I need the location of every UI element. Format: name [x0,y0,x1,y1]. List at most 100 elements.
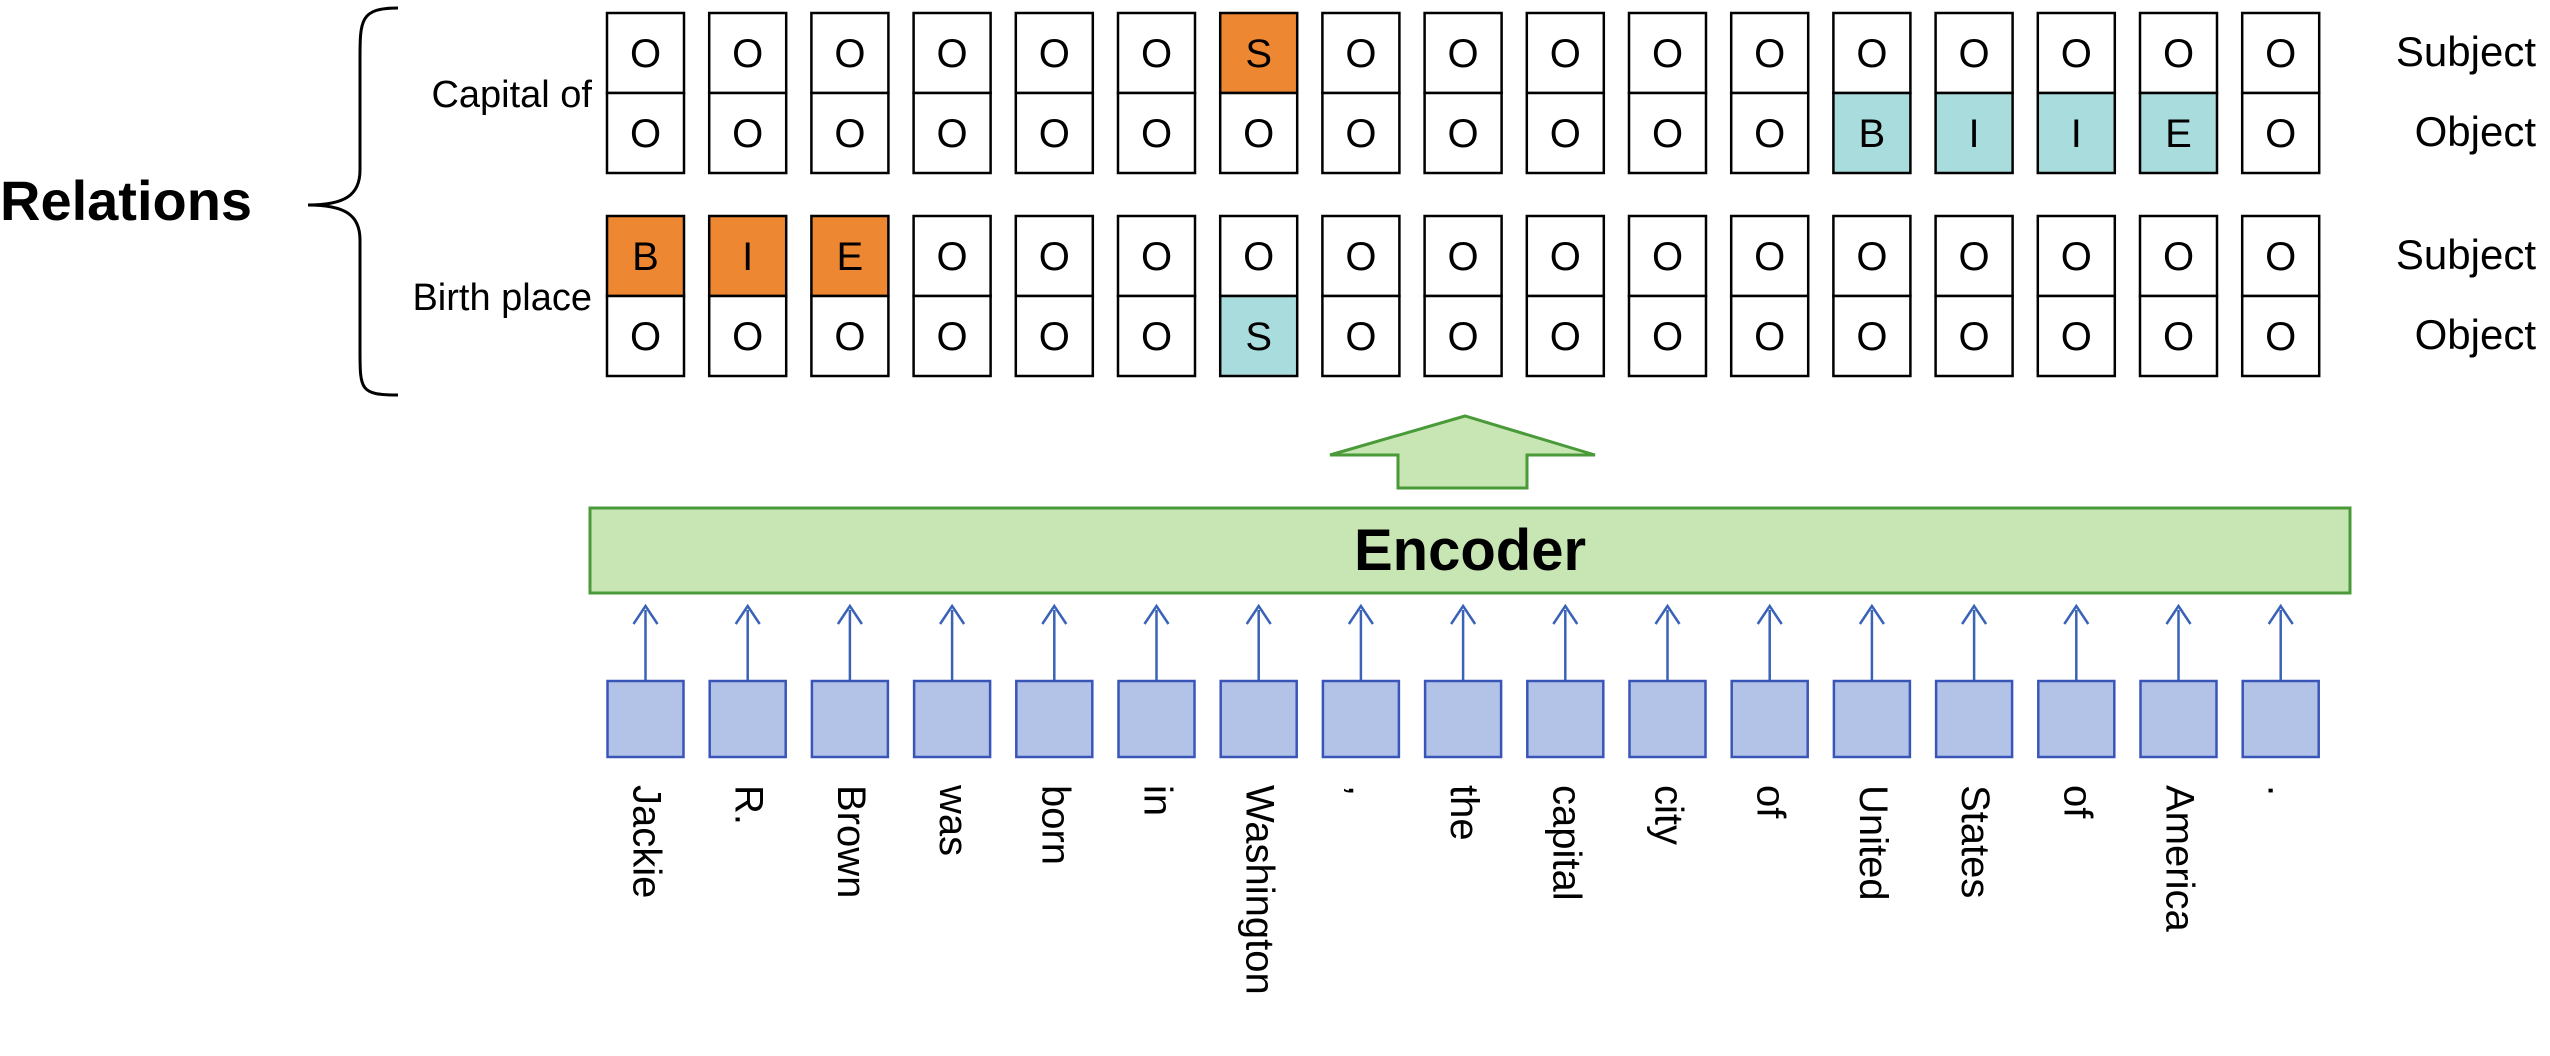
object-tag-label: O [1754,315,1785,359]
token-word: was [931,784,975,856]
object-tag-label: O [1754,112,1785,156]
token-embedding [1730,679,1809,759]
subject-tag-cell [2138,214,2219,298]
object-tag-cell [707,294,788,378]
token-embedding [1015,679,1094,759]
token-embedding [1526,679,1605,759]
subject-tag-label: O [2265,235,2296,279]
object-tag-label: O [1652,112,1683,156]
subject-tag-cell [1832,214,1912,298]
subject-tag-cell [1729,214,1810,298]
subject-tag-label: O [1141,235,1172,279]
object-tag-cell [1832,294,1912,378]
object-tag-label: O [1550,315,1581,359]
object-tag-label: O [1550,112,1581,156]
subject-tag-label: O [1243,235,1274,279]
arrow-head-icon [2267,603,2294,625]
object-tag-label: O [1345,315,1376,359]
subject-tag-cell [810,214,890,298]
arrow-head-icon [939,603,966,625]
token-word: States [1953,785,1997,898]
subject-tag-label: O [1652,32,1683,76]
token-column: Washington [1219,603,1298,995]
object-tag-label: I [2071,112,2082,156]
token-embedding [2139,679,2218,759]
subject-tag-label: O [1856,32,1887,76]
subject-tag-label: O [1039,32,1070,76]
token-embedding [1832,679,1912,759]
subject-tag-cell [1321,214,1401,298]
subject-tag-cell [1116,11,1197,95]
token-word: , [1340,785,1384,796]
subject-tag-label: B [632,235,659,279]
subject-tag-label: O [2061,235,2092,279]
object-tag-cell [1014,294,1095,378]
token-column: America [2139,603,2218,932]
arrow-head-icon [1756,603,1783,625]
subject-tag-cell [2240,11,2321,95]
object-tag-cell [1627,91,1708,175]
subject-tag-cell [1934,11,2014,95]
subject-tag-label: O [1345,235,1376,279]
object-tag-cell [1116,294,1197,378]
object-tag-cell [2240,91,2321,175]
object-tag-label: O [1652,315,1683,359]
object-tag-cell [2138,91,2219,175]
token-column: was [912,603,992,856]
subject-tag-label: O [1856,235,1887,279]
subject-tag-cell [1934,214,2014,298]
token-column: capital [1526,603,1605,901]
arrow-head-icon [1450,603,1477,625]
object-tag-cell [1934,294,2014,378]
arrow-head-icon [1041,603,1068,625]
subject-tag-cell [707,11,788,95]
object-tag-label: O [1039,315,1070,359]
subject-tag-label: O [1141,32,1172,76]
subject-tag-cell [2138,11,2219,95]
token-column: R. [708,603,787,825]
subject-tag-cell [605,11,686,95]
arrow-head-icon [1654,603,1681,625]
token-column: in [1117,603,1196,816]
subject-tag-label: O [1039,235,1070,279]
object-tag-label: O [834,315,865,359]
object-tag-cell [605,294,686,378]
object-tag-label: O [2265,112,2296,156]
relation-name: Capital of [431,74,592,116]
object-tag-cell [1934,91,2014,175]
object-tag-label: O [2061,315,2092,359]
object-row-label: Object [2415,311,2537,358]
subject-tag-cell [1423,214,1503,298]
arrow-head-icon [2165,603,2192,625]
subject-row-label: Subject [2396,231,2536,278]
arrow-head-icon [1961,603,1988,625]
token-column: the [1423,603,1503,841]
token-column: of [1730,603,1809,819]
token-column: , [1321,603,1401,796]
token-word: in [1136,785,1180,816]
subject-tag-label: O [2061,32,2092,76]
subject-tag-label: O [732,32,763,76]
subject-tag-label: O [1448,235,1479,279]
object-tag-label: O [2265,315,2296,359]
object-tag-cell [1729,294,1810,378]
subject-tag-cell [2036,214,2117,298]
object-tag-label: O [630,315,661,359]
token-embedding [1117,679,1196,759]
subject-tag-cell [912,11,992,95]
object-tag-label: O [2163,315,2194,359]
relations-title: Relations [0,169,252,232]
subject-tag-label: O [834,32,865,76]
up-arrow-icon [1329,414,1596,490]
arrow-head-icon [1143,603,1170,625]
object-tag-label: O [1141,112,1172,156]
subject-tag-label: O [1345,32,1376,76]
subject-tag-cell [2240,214,2321,298]
object-tag-cell [810,294,890,378]
relations-brace [307,6,399,397]
object-tag-cell [1218,91,1299,175]
token-embedding [1321,679,1401,759]
